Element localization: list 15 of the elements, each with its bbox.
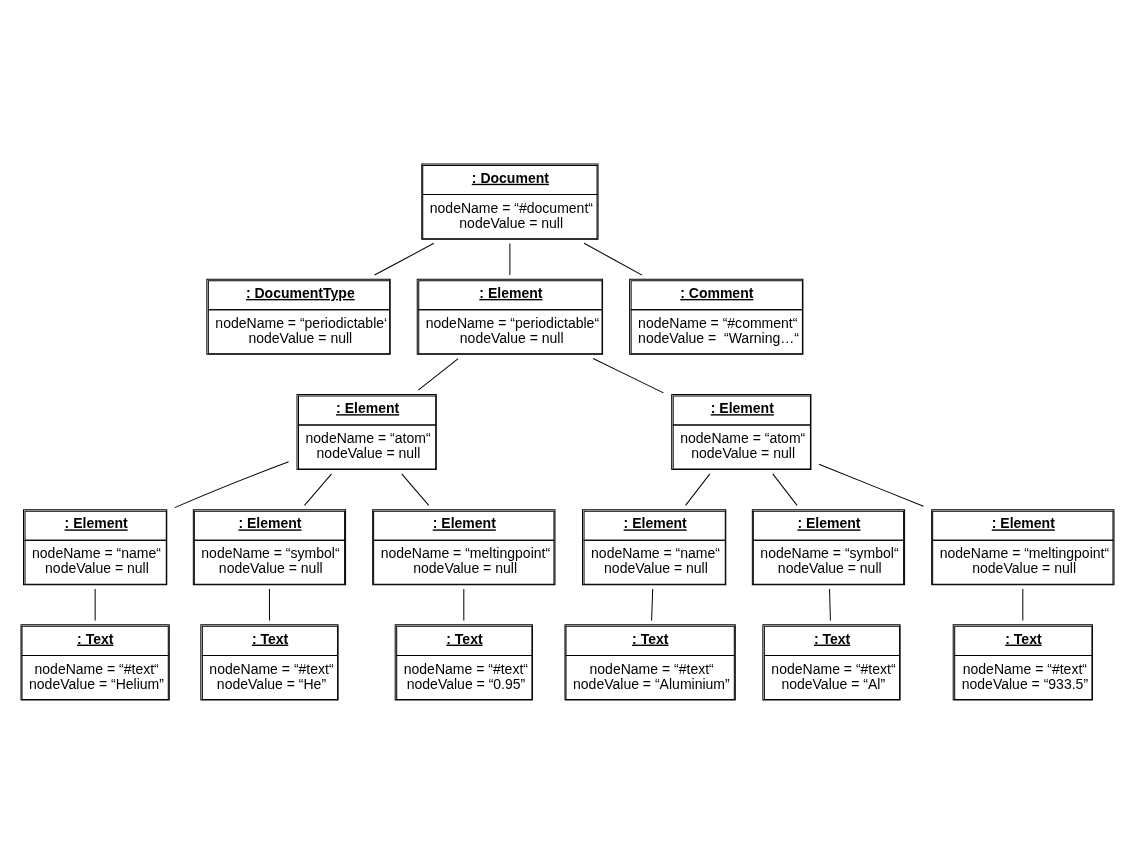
connector: [304, 473, 333, 506]
connector: [374, 242, 435, 276]
connector: [592, 358, 664, 394]
connector: [463, 588, 465, 622]
connector: [174, 461, 290, 509]
connector: [772, 473, 798, 506]
connector: [583, 242, 643, 276]
connector: [651, 588, 654, 622]
connector: [685, 473, 711, 506]
connector: [829, 588, 831, 622]
connector: [417, 358, 459, 391]
connector: [268, 588, 270, 622]
connector: [401, 473, 430, 506]
connector: [1022, 588, 1024, 622]
connector: [818, 463, 924, 507]
